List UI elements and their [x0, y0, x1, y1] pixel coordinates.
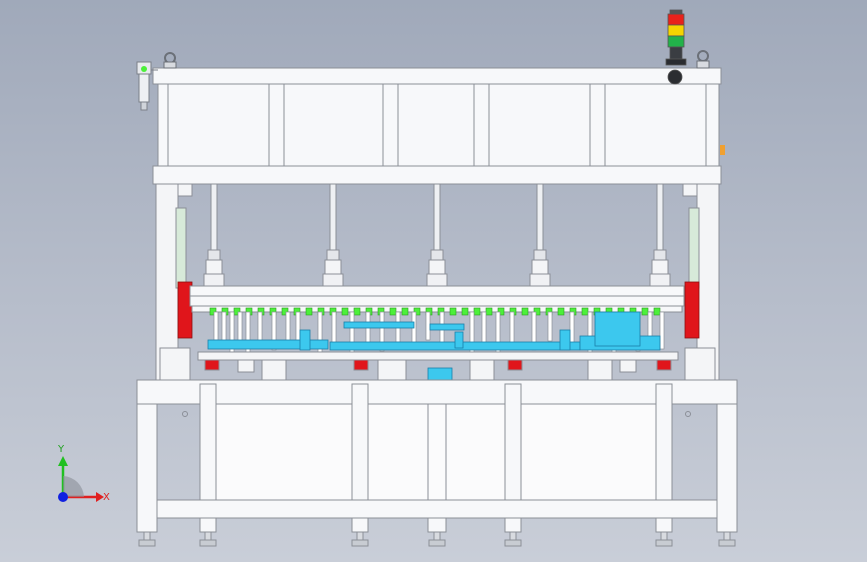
press-cylinder [203, 183, 225, 287]
upper-crossbar [152, 165, 722, 185]
base-table [136, 379, 738, 533]
press-cylinder [426, 183, 448, 287]
green-pin [485, 307, 493, 316]
press-cylinder [322, 183, 344, 287]
green-pin [281, 307, 289, 316]
green-pin [209, 307, 217, 316]
side-column-left [155, 183, 193, 383]
vertical-pin [659, 311, 665, 350]
axis-y-label: Y [57, 444, 65, 455]
press-cylinder [529, 183, 551, 287]
vertical-pin [271, 311, 277, 351]
green-pressing-pins [209, 307, 661, 316]
green-pin [449, 307, 457, 316]
vertical-pin [257, 311, 263, 344]
leveling-feet [138, 531, 736, 547]
top-frame [152, 67, 725, 185]
axis-x-label: X [103, 492, 110, 503]
leveling-foot [428, 531, 446, 547]
leveling-foot [504, 531, 522, 547]
signal-tower-light [665, 9, 687, 85]
vertical-pin [379, 311, 385, 352]
side-column-right [682, 183, 720, 383]
green-pin [389, 307, 397, 316]
lifting-eye-right [696, 50, 710, 69]
lifting-eye-left [163, 52, 177, 69]
green-pin [521, 307, 529, 316]
vertical-pin [213, 311, 219, 341]
press-cylinders [203, 183, 671, 287]
green-pin [305, 307, 313, 316]
green-pin [653, 307, 661, 316]
green-pin [341, 307, 349, 316]
leveling-foot [138, 531, 156, 547]
green-pin [401, 307, 409, 316]
vertical-pin [285, 311, 291, 342]
green-pin [497, 307, 505, 316]
vertical-pin [425, 311, 431, 341]
air-filter-regulator [136, 61, 158, 111]
leveling-foot [655, 531, 673, 547]
green-pin [641, 307, 649, 316]
green-pin [233, 307, 241, 316]
green-pin [581, 307, 589, 316]
z-axis-dot [58, 492, 68, 502]
green-pin [557, 307, 565, 316]
green-pin [461, 307, 469, 316]
green-pin [473, 307, 481, 316]
green-pin [353, 307, 361, 316]
red-block-right [684, 281, 700, 339]
cyan-fixture [207, 311, 661, 381]
green-pin [533, 307, 541, 316]
vertical-pin [331, 311, 337, 347]
green-pin [413, 307, 421, 316]
leveling-foot [718, 531, 736, 547]
vertical-pin [509, 311, 515, 344]
fixture-base-plate [197, 351, 679, 381]
top-beam [152, 67, 722, 85]
vertical-pin [481, 311, 487, 346]
vertical-pin [547, 311, 553, 342]
leveling-foot [199, 531, 217, 547]
moving-plate [189, 285, 685, 313]
leveling-foot [351, 531, 369, 547]
press-cylinder [649, 183, 671, 287]
axis-triad: X Y [57, 444, 110, 503]
